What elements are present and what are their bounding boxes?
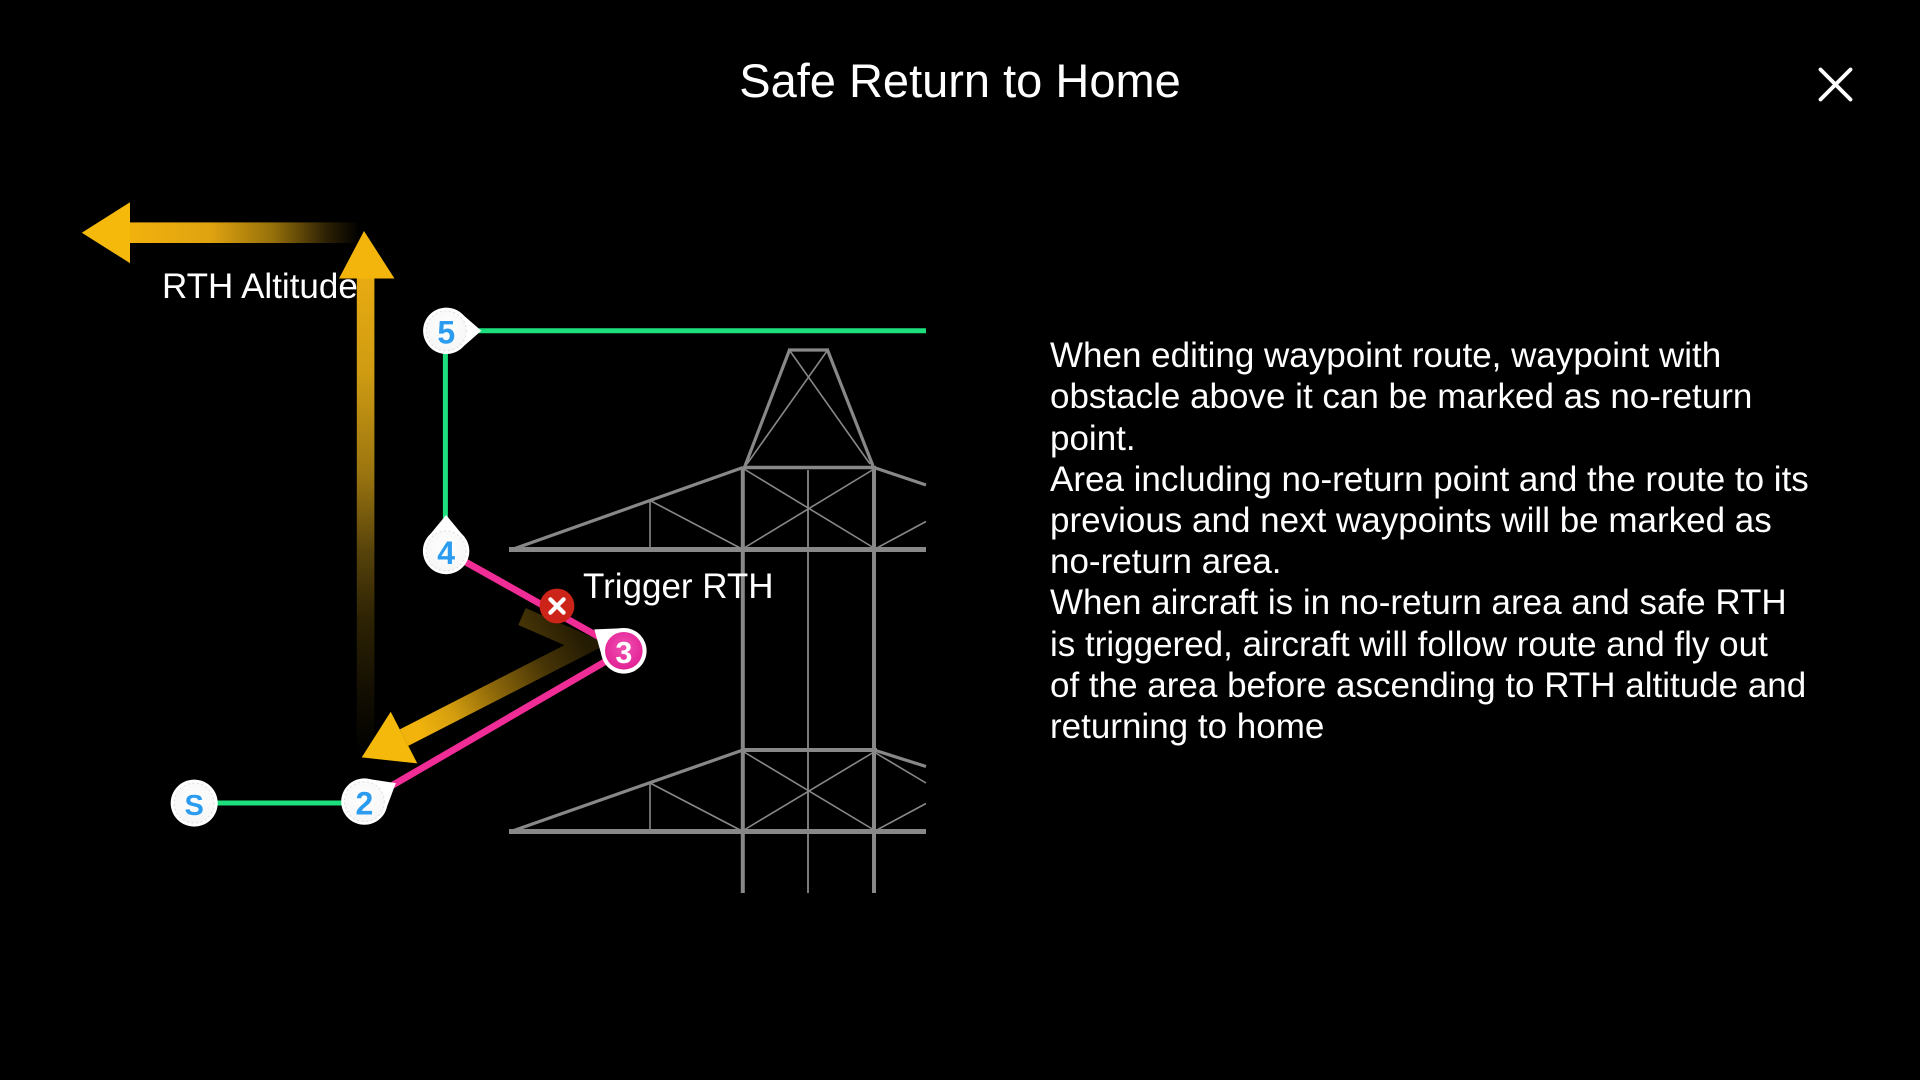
svg-text:5: 5 bbox=[437, 315, 455, 351]
svg-text:2: 2 bbox=[356, 785, 374, 821]
svg-text:S: S bbox=[185, 790, 204, 822]
svg-text:3: 3 bbox=[615, 636, 632, 670]
svg-text:4: 4 bbox=[437, 535, 455, 571]
